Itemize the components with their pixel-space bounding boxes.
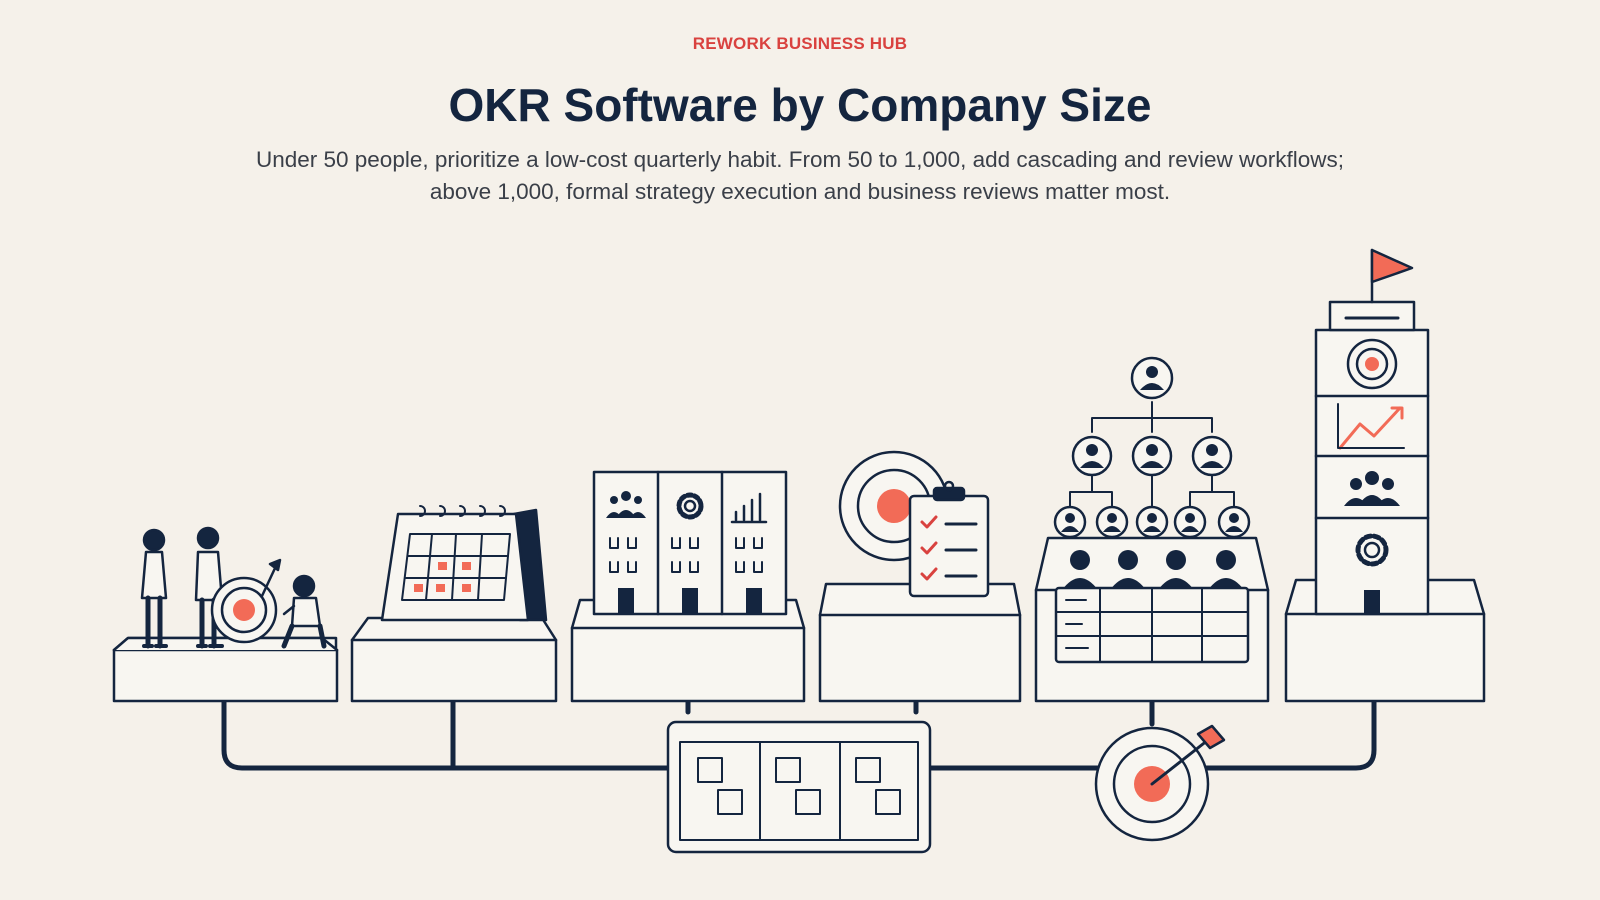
meeting-table-icon	[1034, 536, 1270, 703]
kanban-board-icon	[666, 720, 932, 854]
office-buildings-icon	[570, 470, 806, 703]
org-chart-icon	[1053, 356, 1251, 539]
desk-calendar-icon	[350, 505, 558, 703]
small-team-people-icon	[112, 526, 339, 703]
dart-target-icon	[210, 558, 282, 644]
page-subtitle: Under 50 people, prioritize a low-cost q…	[255, 147, 1345, 204]
company-size-illustration	[112, 248, 1486, 854]
strategy-tower-icon	[1284, 248, 1486, 703]
page-title: OKR Software by Company Size	[448, 79, 1152, 131]
arrow-target-icon	[1094, 724, 1226, 842]
brand-label: REWORK BUSINESS HUB	[692, 34, 908, 53]
target-clipboard-checklist-icon	[818, 450, 1022, 703]
